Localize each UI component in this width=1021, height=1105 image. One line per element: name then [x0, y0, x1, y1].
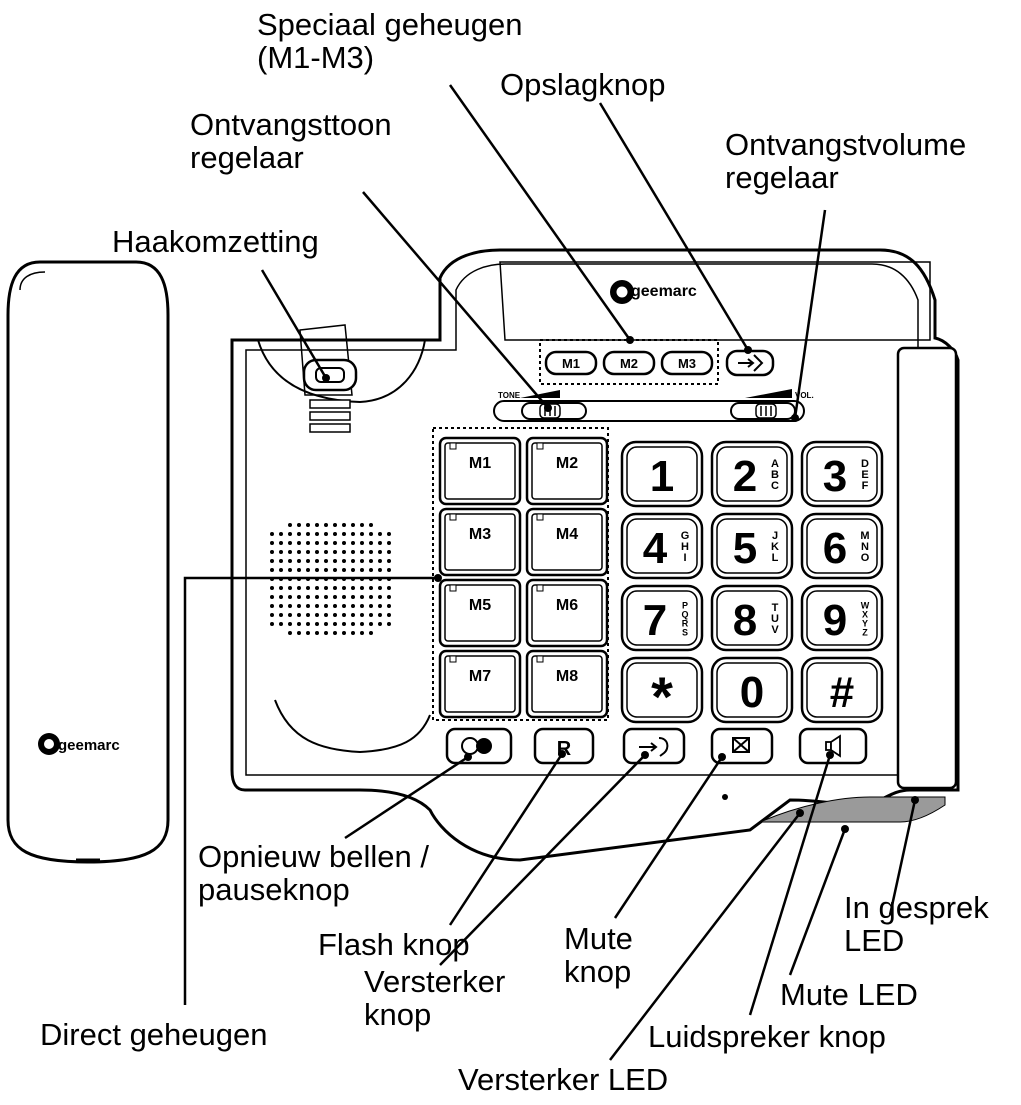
speaker-icon — [825, 734, 841, 758]
special-memory-key-m1[interactable]: M1 — [544, 350, 598, 376]
direct-memory-label: M6 — [556, 597, 578, 614]
direct-memory-key-m5[interactable]: M5 — [438, 578, 522, 648]
base-logo-text: geemarc — [631, 283, 697, 300]
booster-arrow-icon — [639, 737, 669, 757]
label-in-gesprek-led: In gesprek LED — [844, 890, 989, 958]
direct-memory-label: M1 — [469, 455, 491, 472]
speaker-grille — [270, 523, 391, 635]
store-arrow-icon — [738, 354, 764, 372]
keypad-digit: 9 — [823, 596, 847, 645]
handset-logo: geemarc — [38, 733, 120, 755]
leader-dots — [322, 336, 919, 833]
base-logo: geemarc — [610, 280, 697, 304]
label-luidspreker-knop: Luidspreker knop — [648, 1019, 886, 1054]
keypad-digit: 1 — [650, 452, 674, 501]
label-versterker-led: Versterker LED — [458, 1062, 669, 1097]
redial-pause-button[interactable] — [445, 727, 513, 765]
label-opnieuw-bellen: Opnieuw bellen / pauseknop — [198, 839, 429, 907]
label-speciaal-geheugen: Speciaal geheugen (M1-M3) — [257, 7, 523, 75]
keypad-digit: 5 — [733, 524, 757, 573]
label-ontvangstvolume: Ontvangstvolume regelaar — [725, 127, 967, 195]
special-memory-key-m2[interactable]: M2 — [602, 350, 656, 376]
keypad-key-star[interactable]: * — [620, 656, 704, 728]
tone-label: TONE — [498, 391, 521, 400]
label-opslagknop: Opslagknop — [500, 67, 666, 102]
direct-memory-key-m1[interactable]: M1 — [438, 436, 522, 506]
label-haakomzetting: Haakomzetting — [112, 224, 319, 259]
direct-memory-key-m4[interactable]: M4 — [525, 507, 609, 577]
keypad-digit: 3 — [823, 452, 847, 501]
direct-memory-label: M7 — [469, 668, 491, 685]
redial-pause-icon — [461, 737, 492, 755]
speaker-button[interactable] — [798, 727, 868, 765]
vol-label: VOL. — [795, 391, 814, 400]
direct-memory-label: M8 — [556, 668, 578, 685]
direct-memory-group — [432, 427, 609, 721]
store-button[interactable] — [725, 349, 775, 377]
label-mute-knop: Mute knop — [564, 921, 633, 989]
direct-memory-key-m3[interactable]: M3 — [438, 507, 522, 577]
keypad-digit: 8 — [733, 596, 757, 645]
label-direct-geheugen: Direct geheugen — [40, 1017, 268, 1052]
direct-memory-label: M5 — [469, 597, 491, 614]
label-mute-led: Mute LED — [780, 977, 918, 1012]
mute-button[interactable] — [710, 727, 774, 765]
keypad-digit: 0 — [740, 668, 764, 717]
keypad-digit: # — [830, 668, 854, 717]
direct-memory-key-m2[interactable]: M2 — [525, 436, 609, 506]
keypad-digit: 6 — [823, 524, 847, 573]
direct-memory-label: M4 — [556, 526, 578, 543]
keypad-digit: 4 — [643, 524, 668, 573]
special-memory-group — [539, 339, 719, 385]
label-flash-knop: Flash knop — [318, 927, 470, 962]
special-memory-label: M1 — [562, 356, 580, 371]
keypad-digit: 7 — [643, 596, 667, 645]
keypad-digit: 2 — [733, 452, 757, 501]
direct-memory-key-m7[interactable]: M7 — [438, 649, 522, 719]
flash-button[interactable]: R — [533, 727, 595, 765]
tone-slider[interactable]: TONE — [493, 390, 805, 422]
keypad-key-hash[interactable]: # — [800, 656, 884, 724]
label-ontvangsttoon: Ontvangsttoon regelaar — [190, 107, 392, 175]
direct-memory-key-m6[interactable]: M6 — [525, 578, 609, 648]
special-memory-label: M3 — [678, 356, 696, 371]
booster-button[interactable] — [622, 727, 686, 765]
leader-lines — [183, 84, 917, 1061]
handset: geemarc — [6, 260, 170, 864]
special-memory-label: M2 — [620, 356, 638, 371]
special-memory-keys: M1 M2 M3 — [544, 350, 714, 376]
keypad-digit: * — [651, 665, 673, 728]
keypad-key-1[interactable]: 1 — [620, 440, 704, 508]
direct-memory-label: M2 — [556, 455, 578, 472]
label-versterker-knop: Versterker knop — [364, 964, 506, 1032]
direct-memory-label: M3 — [469, 526, 491, 543]
handset-logo-text: geemarc — [58, 737, 120, 754]
special-memory-key-m3[interactable]: M3 — [660, 350, 714, 376]
direct-memory-key-m8[interactable]: M8 — [525, 649, 609, 719]
mute-crossed-icon — [732, 737, 750, 753]
keypad-key-0[interactable]: 0 — [710, 656, 794, 724]
